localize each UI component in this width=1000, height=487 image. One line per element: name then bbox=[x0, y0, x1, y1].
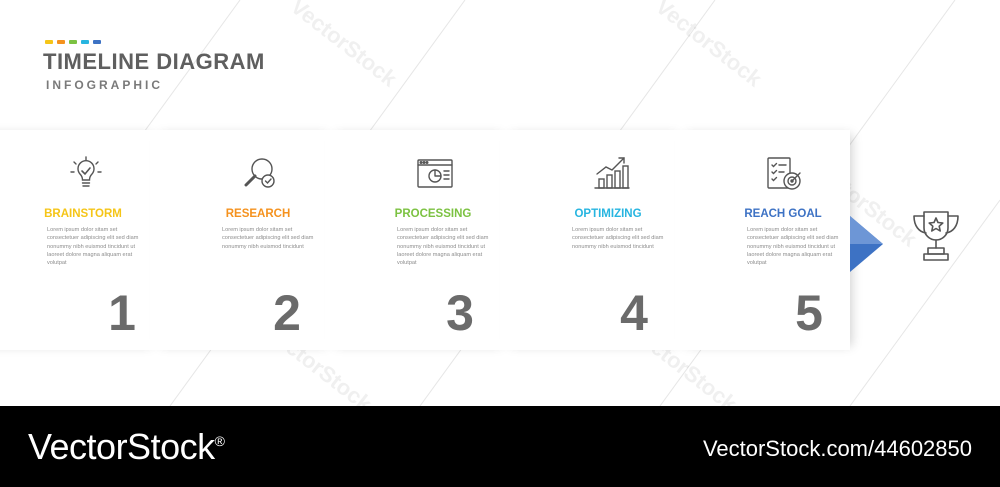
color-dot bbox=[45, 40, 53, 44]
step-arrow bbox=[850, 216, 883, 272]
footer-brand[interactable]: VectorStock® bbox=[28, 426, 225, 468]
footer-url[interactable]: VectorStock.com/44602850 bbox=[702, 436, 972, 461]
browser-chart-icon bbox=[417, 159, 453, 188]
step-description: Lorem ipsum dolor sitam set consectetuer… bbox=[572, 227, 664, 250]
magnifier-check-icon bbox=[244, 158, 275, 188]
step-title: BRAINSTORM bbox=[44, 208, 122, 220]
footer-bar: VectorStock® VectorStock.com/44602850 bbox=[0, 406, 1000, 487]
watermark-text: VectorStock bbox=[651, 0, 767, 92]
timeline-step-3: PROCESSING Lorem ipsum dolor sitam set c… bbox=[325, 130, 533, 350]
color-dot bbox=[93, 40, 101, 44]
step-card bbox=[325, 130, 500, 350]
step-number: 5 bbox=[795, 285, 823, 341]
color-dot bbox=[57, 40, 65, 44]
step-number: 1 bbox=[108, 285, 136, 341]
step-description: Lorem ipsum dolor sitam set consectetuer… bbox=[47, 227, 139, 267]
timeline-step-4: OPTIMIZING Lorem ipsum dolor sitam set c… bbox=[500, 130, 708, 350]
trophy-icon bbox=[913, 211, 959, 261]
step-number: 2 bbox=[273, 285, 301, 341]
watermark-text: VectorStock bbox=[286, 0, 402, 92]
step-card bbox=[675, 130, 850, 350]
step-number: 4 bbox=[620, 285, 648, 341]
timeline-step-2: RESEARCH Lorem ipsum dolor sitam set con… bbox=[150, 130, 358, 350]
diagram-title: TIMELINE DIAGRAM bbox=[43, 49, 265, 74]
infographic-canvas: VectorStock VectorStock VectorStock Vect… bbox=[0, 0, 1000, 406]
step-title: PROCESSING bbox=[394, 208, 472, 220]
diagram-subtitle: INFOGRAPHIC bbox=[46, 78, 163, 92]
timeline-step-5: REACH GOAL Lorem ipsum dolor sitam set c… bbox=[675, 130, 883, 350]
step-description: Lorem ipsum dolor sitam set consectetuer… bbox=[222, 227, 314, 250]
color-dot bbox=[81, 40, 89, 44]
checklist-target-icon bbox=[767, 157, 801, 190]
step-card bbox=[150, 130, 325, 350]
step-description: Lorem ipsum dolor sitam set consectetuer… bbox=[397, 227, 489, 267]
step-title: REACH GOAL bbox=[744, 208, 822, 220]
lightbulb-icon bbox=[70, 156, 102, 187]
timeline-step-1: BRAINSTORM Lorem ipsum dolor sitam set c… bbox=[0, 130, 183, 350]
footer-brand-name: VectorStock bbox=[28, 426, 215, 467]
step-number: 3 bbox=[446, 285, 474, 341]
registered-mark: ® bbox=[214, 433, 225, 449]
step-title: RESEARCH bbox=[225, 208, 291, 220]
step-title: OPTIMIZING bbox=[574, 208, 642, 220]
step-description: Lorem ipsum dolor sitam set consectetuer… bbox=[747, 227, 839, 267]
growth-chart-icon bbox=[594, 157, 630, 189]
color-dot bbox=[69, 40, 77, 44]
header-color-dots bbox=[45, 40, 101, 44]
step-card bbox=[0, 130, 150, 350]
step-card bbox=[500, 130, 675, 350]
